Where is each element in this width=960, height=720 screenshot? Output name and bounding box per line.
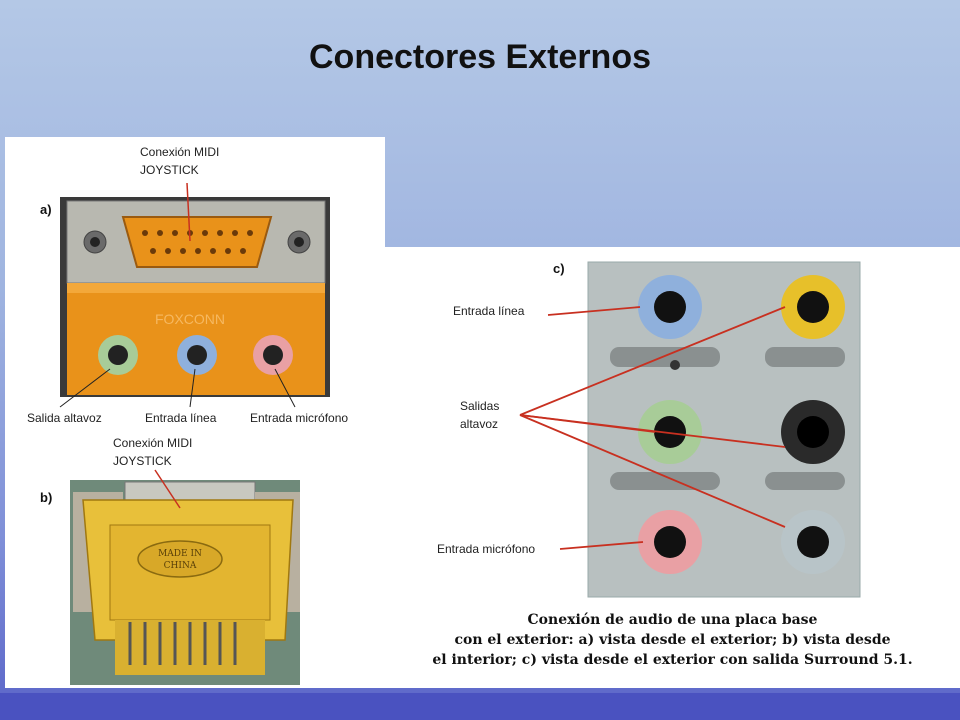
midi-label-b-line1: Conexión MIDI — [113, 436, 193, 450]
caption-line2: con el exterior: a) vista desde el exter… — [454, 632, 891, 648]
label-mic-input: Entrada micrófono — [250, 411, 349, 425]
figure-caption: Conexión de audio de una placa base con … — [385, 610, 960, 670]
bottom-bar — [0, 693, 960, 720]
label-line-input: Entrada línea — [145, 411, 217, 425]
caption-line3: el interior; c) vista desde el exterior … — [432, 652, 913, 668]
stamp-line2: CHINA — [164, 561, 197, 571]
figure-b-photo: MADE IN CHINA — [70, 469, 300, 685]
figure-a-panel: FOXCONN a) Conexión MIDI JOYSTICK Salida… — [5, 137, 385, 430]
figure-a-tag: a) — [40, 202, 52, 217]
figure-c-panel: c) Entrada línea Salidas altavoz Entrada… — [385, 247, 960, 688]
label-c-outputs-line2: altavoz — [460, 417, 499, 431]
label-c-outputs-line1: Salidas — [460, 399, 500, 413]
label-c-line-input: Entrada línea — [453, 304, 525, 318]
label-speaker-output: Salida altavoz — [27, 411, 102, 425]
midi-label-line1: Conexión MIDI — [140, 145, 220, 159]
label-c-mic-input: Entrada micrófono — [437, 542, 536, 556]
brand-mark: FOXCONN — [155, 311, 225, 327]
midi-label-line2: JOYSTICK — [140, 163, 199, 177]
figure-c-tag: c) — [553, 261, 565, 276]
figure-b-panel: MADE IN CHINA b) Conexión MIDI JOYSTICK — [5, 430, 385, 688]
midi-label-b-line2: JOYSTICK — [113, 454, 172, 468]
stamp-line1: MADE IN — [158, 549, 202, 559]
figure-b-tag: b) — [40, 490, 53, 505]
slide-title: Conectores Externos — [309, 38, 651, 76]
figure-a-photo: FOXCONN — [59, 182, 330, 408]
caption-line1: Conexión de audio de una placa base — [527, 612, 818, 628]
figure-c-photo — [519, 261, 861, 598]
